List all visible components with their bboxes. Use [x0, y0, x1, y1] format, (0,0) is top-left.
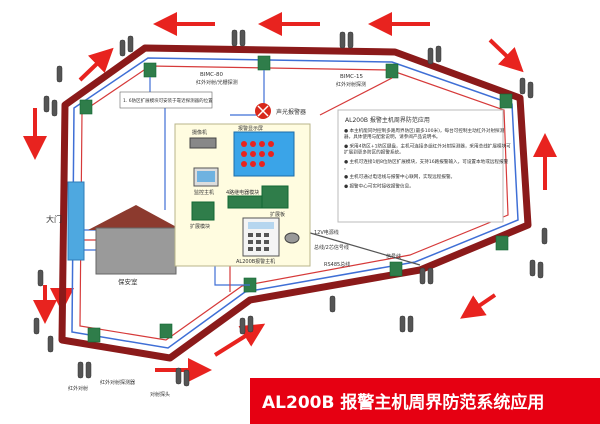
gate: 大门 [46, 181, 85, 261]
top-left-device-sub: 红外对射/光栅探测 [196, 79, 238, 86]
module [257, 55, 271, 71]
detector-post [43, 95, 50, 113]
detector-post [407, 315, 414, 333]
monitor-label: 监控主机 [194, 189, 214, 196]
detector-bottom-label: 红外对射 [68, 385, 88, 392]
module [499, 93, 513, 109]
gate-label: 大门 [46, 214, 62, 224]
detector-posts [33, 29, 548, 387]
detector-post [427, 267, 434, 285]
expander-right-label: 扩展板 [270, 211, 285, 218]
keypad-label: AL200B报警主机 [236, 258, 275, 265]
detector-bottom-label-3: 对射探头 [150, 391, 170, 398]
detector-post [239, 317, 246, 335]
siren-icon [284, 232, 300, 244]
info-box-title: AL200B 报警主机周界防范应用 [345, 116, 430, 124]
arrow-top-right [488, 38, 524, 73]
top-right-device-sub: 红外对射探测 [336, 81, 366, 88]
info-item: ● 本主机能同时控制多路周界防区(最多100米)，每台可控制主动红外对射探测器，… [344, 127, 505, 140]
detector-post [77, 361, 84, 379]
detector-post [56, 65, 63, 83]
detector-post [231, 29, 238, 47]
wire-power-label: 12V电源线 [314, 229, 339, 236]
detector-post [239, 29, 246, 47]
guard-room-label: 保安室 [118, 277, 138, 286]
expander-mid-label: 4路继电器模块 [226, 189, 259, 196]
arrow-bottom-2 [213, 323, 266, 357]
info-item: ● 报警中心可实时接收报警信息。 [344, 182, 414, 189]
detector-post [541, 227, 548, 245]
detector-post [47, 335, 54, 353]
detector-post [529, 259, 536, 277]
detector-post [399, 315, 406, 333]
expander-left-label: 扩展模块 [190, 223, 210, 230]
info-item: ● 采用4防区+1防区键盘，主机可连接多组红外对射探测器，采用总线扩展模块可扩展… [344, 142, 511, 155]
info-item: ● 主机可通过电话线与报警中心联网，实现远程报警。 [344, 173, 455, 180]
top-left-device-label: BIMC-80 [200, 72, 223, 78]
arrow-top-left [78, 47, 114, 82]
detector-post [329, 295, 336, 313]
note-text: 1. 6防区扩展模块可安装于靠近探测器的位置 [123, 97, 213, 104]
expander-left-icon [191, 201, 215, 221]
info-item: ● 主机可连接1组8位防区扩展模块，支持16路报警输入，可设置本地或远程报警。 [344, 158, 509, 171]
top-right-device-label: BIMC-15 [340, 74, 363, 80]
module [159, 323, 173, 339]
camera-icon [189, 137, 217, 149]
detector-post [175, 367, 182, 385]
detector-post [247, 315, 254, 333]
expander-right-icon [261, 185, 289, 209]
wire-bus-label: 总线/2芯信号线 [314, 244, 349, 251]
banner-title: AL200B 报警主机周界防范系统应用 [262, 392, 544, 413]
detector-post [339, 31, 346, 49]
detector-post [519, 77, 526, 95]
module [495, 235, 509, 251]
detector-post [419, 267, 426, 285]
intrusion-arrows [23, 12, 557, 382]
title-banner: AL200B 报警主机周界防范系统应用 [250, 378, 600, 424]
cable-label: 信号线 [386, 253, 401, 260]
alarm-lamp-label: 声光报警器 [276, 108, 306, 116]
detector-post [33, 317, 40, 335]
expander-mid-icon [227, 195, 265, 209]
detector-post [127, 35, 134, 53]
module [385, 63, 399, 79]
camera-label: 摄像机 [192, 129, 207, 136]
module [79, 99, 93, 115]
note-box: 1. 6防区扩展模块可安装于靠近探测器的位置 [119, 91, 213, 109]
detector-post [435, 45, 442, 63]
info-box: AL200B 报警主机周界防范应用 ● 本主机能同时控制多路周界防区(最多100… [337, 109, 511, 223]
detector-post [537, 261, 544, 279]
detector-post [527, 81, 534, 99]
detector-post [85, 361, 92, 379]
detector-post [51, 99, 58, 117]
guard-room: 保安室 [88, 205, 182, 286]
module [143, 62, 157, 78]
screen-label: 报警显示屏 [238, 125, 263, 132]
central-cabinet: 摄像机 报警显示屏 监控主机 扩展模块 4路继电器模块 扩展板 AL200B报警… [174, 123, 311, 267]
detector-post [347, 31, 354, 49]
module [389, 261, 403, 277]
detector-post [119, 39, 126, 57]
wire-signal-label: RS485总线 [324, 261, 350, 268]
detector-post [427, 47, 434, 65]
arrow-right-bottom [460, 293, 497, 319]
module [87, 327, 101, 343]
alarm-lamp: 声光报警器 [255, 103, 306, 119]
detector-bottom-label-2: 红外对射探测器 [100, 379, 135, 386]
detector-post [183, 369, 190, 387]
detector-post [37, 269, 44, 287]
